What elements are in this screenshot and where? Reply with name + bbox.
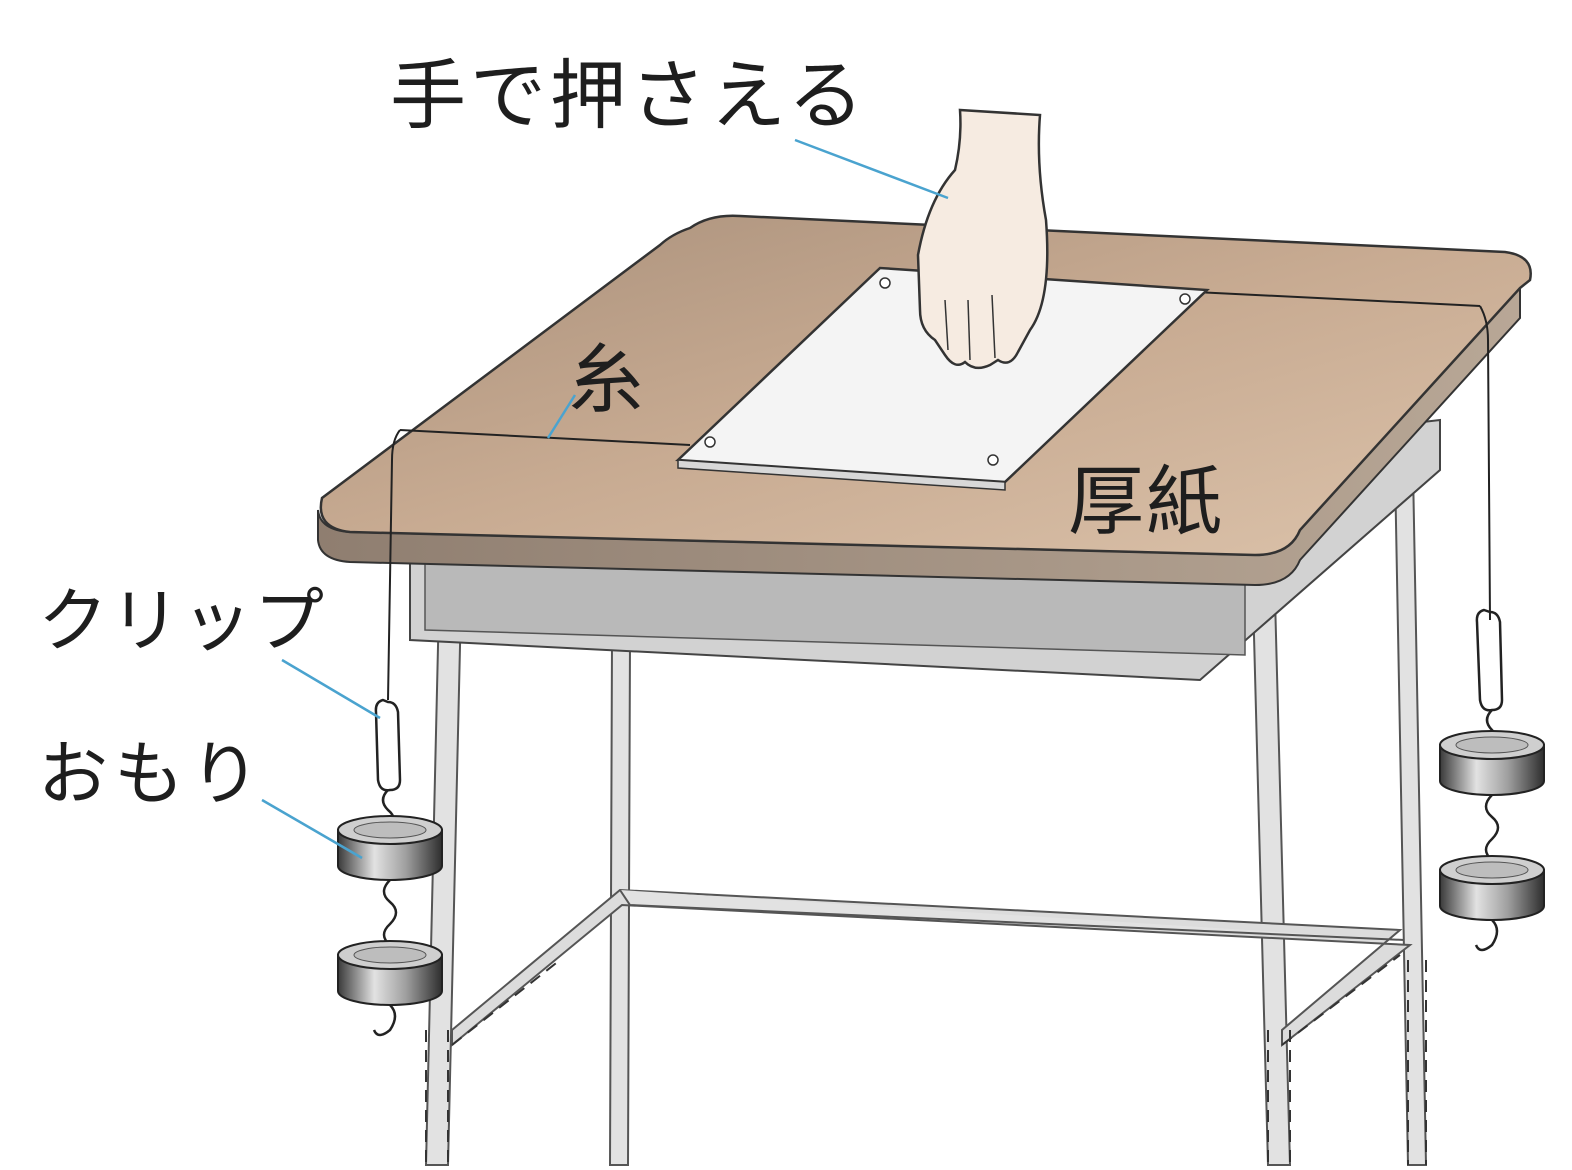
thread-label: 糸	[568, 335, 644, 424]
clip-label: クリップ	[38, 580, 326, 662]
leader-lines	[261, 138, 949, 860]
hand-label: 手で押さえる	[390, 51, 868, 140]
cardboard-sheet	[675, 266, 1210, 491]
left-hanging-weights-icon	[337, 698, 443, 1037]
weight-label: おもり	[38, 733, 266, 815]
right-hanging-weights-icon	[1439, 608, 1545, 952]
desk-legs	[424, 469, 1428, 1166]
floor-reference-dashes	[425, 954, 1427, 1165]
thread-lines	[387, 291, 1491, 701]
pressing-hand-icon	[916, 108, 1049, 370]
cardboard-label: 厚紙	[1068, 457, 1224, 546]
